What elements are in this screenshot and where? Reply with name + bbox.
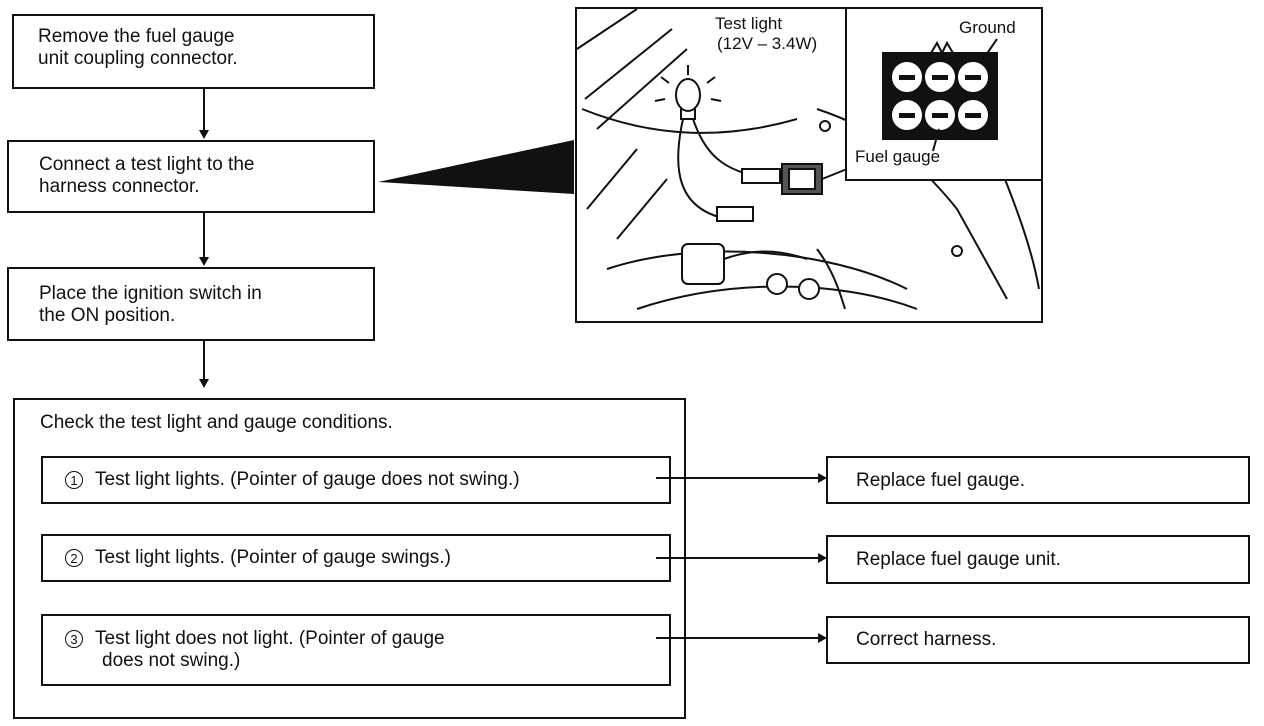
condition-3-line-1: Test light does not light. (Pointer of g… — [95, 628, 445, 649]
step-3-line-2: the ON position. — [39, 305, 176, 326]
step-1-line-2: unit coupling connector. — [38, 48, 238, 69]
step-remove-connector: Remove the fuel gauge unit coupling conn… — [12, 14, 375, 89]
connector-cond2-result2 — [656, 557, 820, 559]
check-title: Check the test light and gauge condition… — [40, 412, 393, 433]
result-correct-harness: Correct harness. — [826, 616, 1250, 664]
step-2-line-2: harness connector. — [39, 176, 200, 197]
test-light-bulb-icon — [654, 65, 848, 310]
step-connect-test-light: Connect a test light to the harness conn… — [7, 140, 375, 213]
arrow-down-icon — [199, 257, 209, 266]
connector-cond3-result3 — [656, 637, 820, 639]
step-2-line-1: Connect a test light to the — [39, 154, 255, 175]
arrow-right-icon — [818, 473, 827, 483]
number-1-icon: 1 — [65, 471, 83, 489]
connector-step3-check — [203, 341, 205, 380]
condition-1-text: Test light lights. (Pointer of gauge doe… — [95, 469, 520, 490]
fuel-tank-sketch — [577, 9, 1040, 310]
number-3-icon: 3 — [65, 630, 83, 648]
check-conditions-box: Check the test light and gauge condition… — [13, 398, 686, 719]
connector-inset: Ground Fuel gauge — [845, 9, 1041, 181]
arrow-right-icon — [818, 553, 827, 563]
connector-step2-step3 — [203, 213, 205, 258]
condition-3: 3 Test light does not light. (Pointer of … — [41, 614, 671, 686]
result-1-label: Replace fuel gauge. — [856, 470, 1026, 491]
condition-1: 1 Test light lights. (Pointer of gauge do… — [41, 456, 671, 504]
condition-3-line-2: does not swing.) — [102, 650, 241, 672]
step-3-line-1: Place the ignition switch in — [39, 283, 262, 304]
ground-label: Ground — [959, 18, 1016, 37]
condition-2: 2 Test light lights. (Pointer of gauge sw… — [41, 534, 671, 582]
arrow-right-icon — [818, 633, 827, 643]
result-replace-fuel-gauge: Replace fuel gauge. — [826, 456, 1250, 504]
test-light-label: Test light — [715, 14, 783, 33]
pointer-wedge — [378, 140, 574, 194]
result-replace-fuel-gauge-unit: Replace fuel gauge unit. — [826, 535, 1250, 584]
step-ignition-on: Place the ignition switch in the ON posi… — [7, 267, 375, 341]
condition-2-text: Test light lights. (Pointer of gauge swi… — [95, 547, 451, 568]
step-1-line-1: Remove the fuel gauge — [38, 26, 235, 47]
test-light-spec: (12V – 3.4W) — [717, 34, 818, 53]
connector-step1-step2 — [203, 89, 205, 131]
test-light-illustration: Test light (12V – 3.4W) Ground Fuel gaug… — [575, 7, 1043, 323]
arrow-down-icon — [199, 130, 209, 139]
result-2-label: Replace fuel gauge unit. — [856, 549, 1061, 570]
arrow-down-icon — [199, 379, 209, 388]
connector-cond1-result1 — [656, 477, 820, 479]
fuel-gauge-label: Fuel gauge — [855, 147, 941, 166]
number-2-icon: 2 — [65, 549, 83, 567]
result-3-label: Correct harness. — [856, 629, 997, 650]
